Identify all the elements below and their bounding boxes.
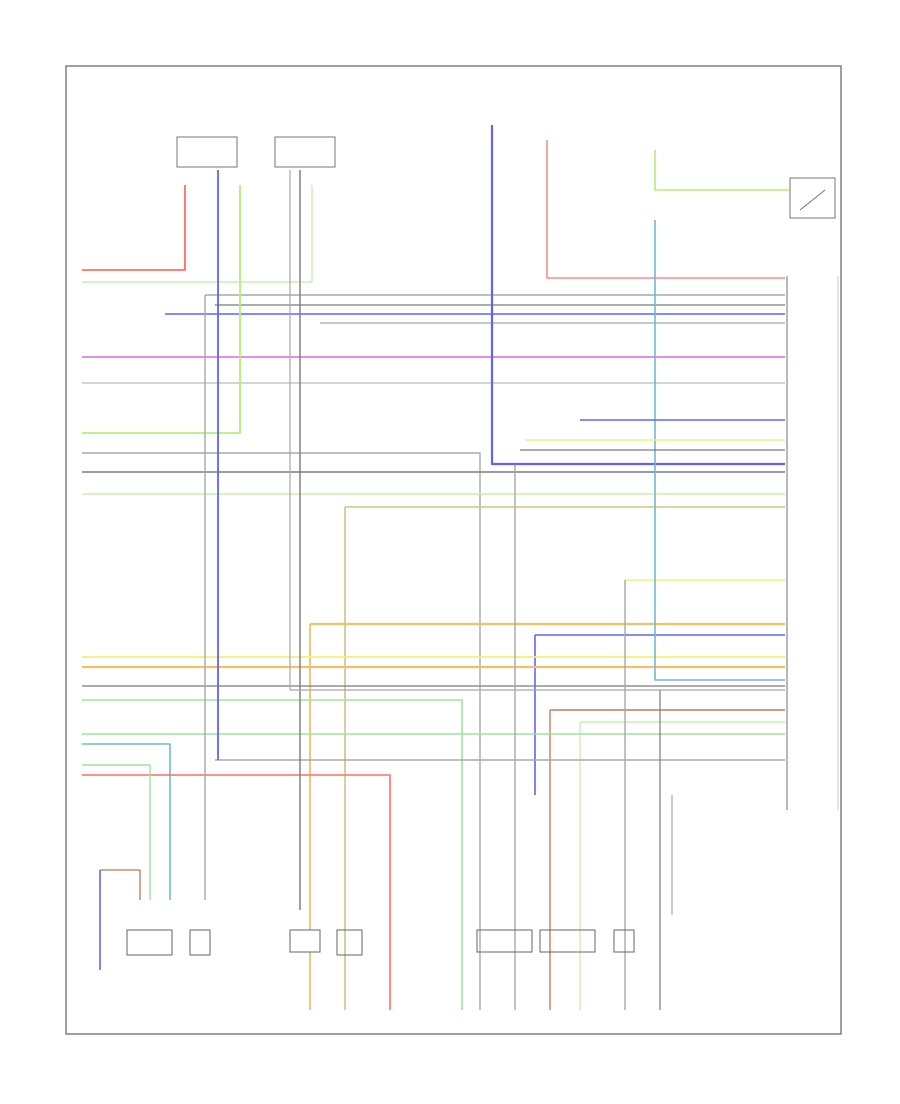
top-right-switch [789,177,836,219]
wire-lightgreen-left [82,185,313,283]
wire-lime-top [654,150,790,191]
top-left-switch-assembly [176,136,238,168]
wires-layer [82,125,790,1010]
wire-gray-v2 [289,170,785,691]
wire-gray-5 [82,452,481,1010]
wire-red-left [82,185,186,271]
wire-lime [82,185,241,434]
wire-green-3 [82,764,151,900]
top-center-switch-assembly [274,136,336,168]
sensor-component-2 [189,929,211,956]
wire-blue-main [490,125,785,466]
module-connector-block [786,276,839,810]
diagram-frame [65,65,842,1035]
solenoid-group-1 [476,929,533,953]
sensor-component-4 [336,929,363,956]
components-layer [126,929,635,956]
sensor-component-1 [126,929,173,956]
solenoid-component [613,929,635,953]
wire-red-bottom [82,774,391,1010]
wire-pink [546,140,785,279]
wire-green [82,699,463,1010]
sensor-component-3 [289,929,321,953]
wire-brown-left [100,869,141,900]
wire-teal [82,743,171,900]
wire-teal-right [654,220,785,681]
solenoid-group-2 [539,929,596,953]
